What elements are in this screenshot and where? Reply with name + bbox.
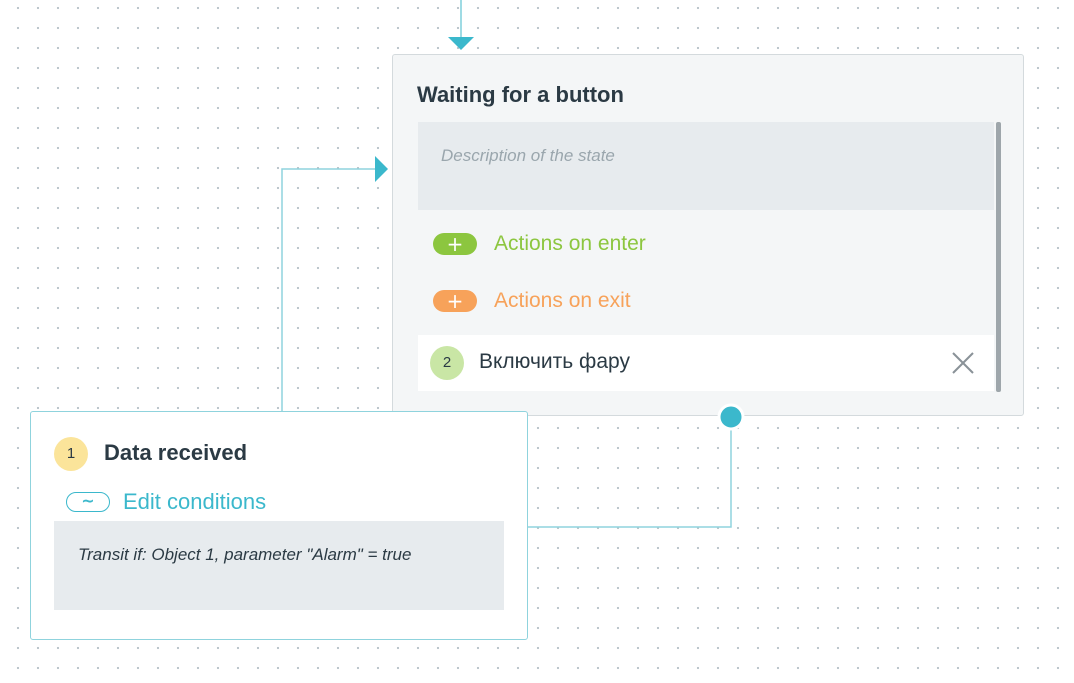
edit-conditions-button[interactable]: ~ Edit conditions (66, 489, 266, 515)
state-node[interactable]: Waiting for a button Description of the … (392, 54, 1024, 416)
transition-card[interactable]: 1 Data received ~ Edit conditions Transi… (30, 411, 528, 640)
output-connector-handle[interactable] (717, 403, 745, 431)
scrollbar[interactable] (996, 122, 1001, 392)
state-title: Waiting for a button (417, 82, 624, 107)
condition-text: Transit if: Object 1, parameter "Alarm" … (54, 521, 504, 610)
transition-source-line (528, 420, 732, 528)
actions-on-enter-button[interactable]: + Actions on enter (433, 230, 646, 258)
transition-number-badge: 2 (430, 346, 464, 380)
plus-icon: + (433, 290, 477, 312)
actions-on-exit-button[interactable]: + Actions on exit (433, 287, 631, 315)
actions-on-enter-label: Actions on enter (494, 232, 646, 255)
transition-label: Включить фару (479, 350, 630, 373)
close-icon[interactable] (950, 350, 976, 376)
transition-target-line (281, 168, 376, 411)
edit-conditions-label: Edit conditions (123, 489, 267, 514)
transition-number-badge: 1 (54, 437, 88, 471)
transition-target-arrow-icon (375, 156, 388, 182)
state-description-field[interactable]: Description of the state (418, 122, 994, 210)
plus-icon: + (433, 233, 477, 255)
actions-on-exit-label: Actions on exit (494, 289, 631, 312)
transition-title: Data received (104, 440, 248, 465)
incoming-arrow-icon (448, 37, 474, 50)
tilde-icon: ~ (66, 492, 110, 512)
transition-list-item[interactable]: 2 Включить фару (418, 335, 994, 391)
